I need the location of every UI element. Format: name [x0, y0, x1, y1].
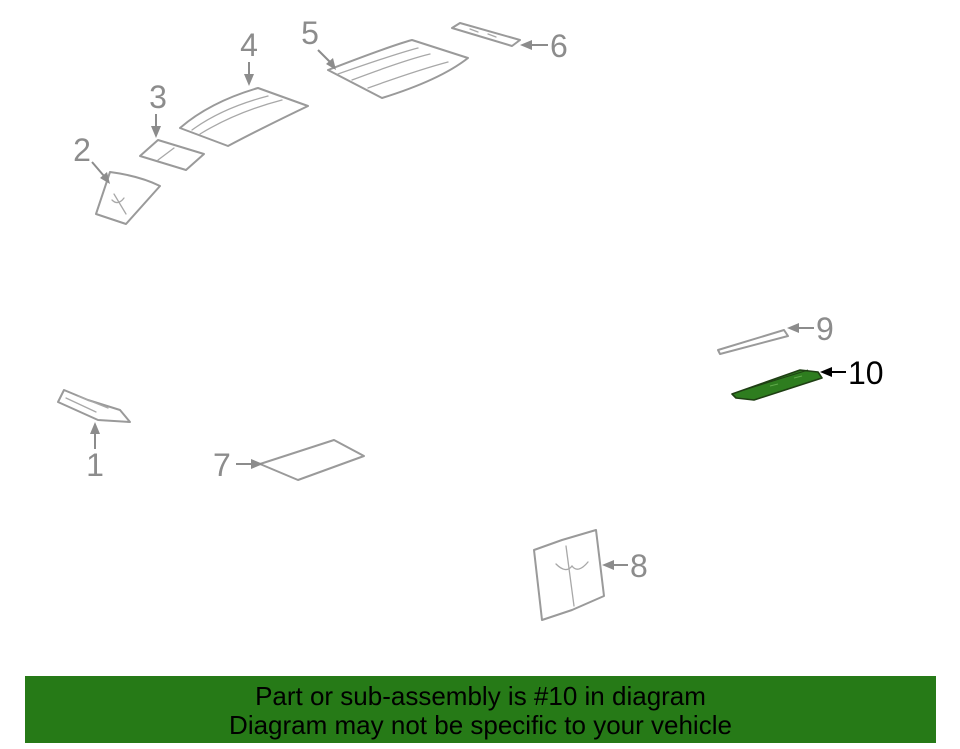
callout-10: 10 — [820, 355, 884, 391]
callout-8: 8 — [602, 548, 648, 584]
part-5-roof-panel[interactable] — [327, 39, 469, 99]
part-1-bracket[interactable] — [57, 389, 131, 423]
callout-9: 9 — [787, 311, 834, 347]
svg-text:1: 1 — [86, 447, 104, 483]
callout-7: 7 — [213, 447, 263, 483]
svg-text:3: 3 — [149, 79, 167, 115]
callout-4: 4 — [240, 27, 258, 86]
part-7-flat-pad[interactable] — [259, 439, 365, 481]
part-6-reinforcement-strip[interactable] — [451, 22, 521, 47]
svg-text:2: 2 — [73, 132, 91, 168]
callout-1: 1 — [86, 422, 104, 483]
banner-line-1: Part or sub-assembly is #10 in diagram — [255, 681, 706, 711]
svg-text:5: 5 — [301, 15, 319, 51]
part-4-panel[interactable] — [179, 87, 309, 147]
svg-text:9: 9 — [816, 311, 834, 347]
info-banner: Part or sub-assembly is #10 in diagram D… — [25, 676, 936, 743]
callout-3: 3 — [149, 79, 167, 138]
banner-line-2: Diagram may not be specific to your vehi… — [229, 710, 732, 740]
svg-text:6: 6 — [550, 28, 568, 64]
parts-diagram: 1 2 3 4 5 6 7 8 — [57, 15, 884, 621]
part-10-highlighted-part[interactable] — [731, 369, 823, 401]
svg-text:10: 10 — [848, 355, 884, 391]
callout-2: 2 — [73, 132, 110, 184]
svg-text:4: 4 — [240, 27, 258, 63]
svg-text:7: 7 — [213, 447, 231, 483]
part-3-small-panel[interactable] — [139, 139, 205, 171]
callout-6: 6 — [520, 28, 568, 64]
part-9-rod[interactable] — [717, 329, 789, 355]
part-2-curved-panel[interactable] — [95, 171, 161, 225]
callout-5: 5 — [301, 15, 336, 70]
svg-text:8: 8 — [630, 548, 648, 584]
part-8-insulation-pad[interactable] — [533, 529, 605, 621]
